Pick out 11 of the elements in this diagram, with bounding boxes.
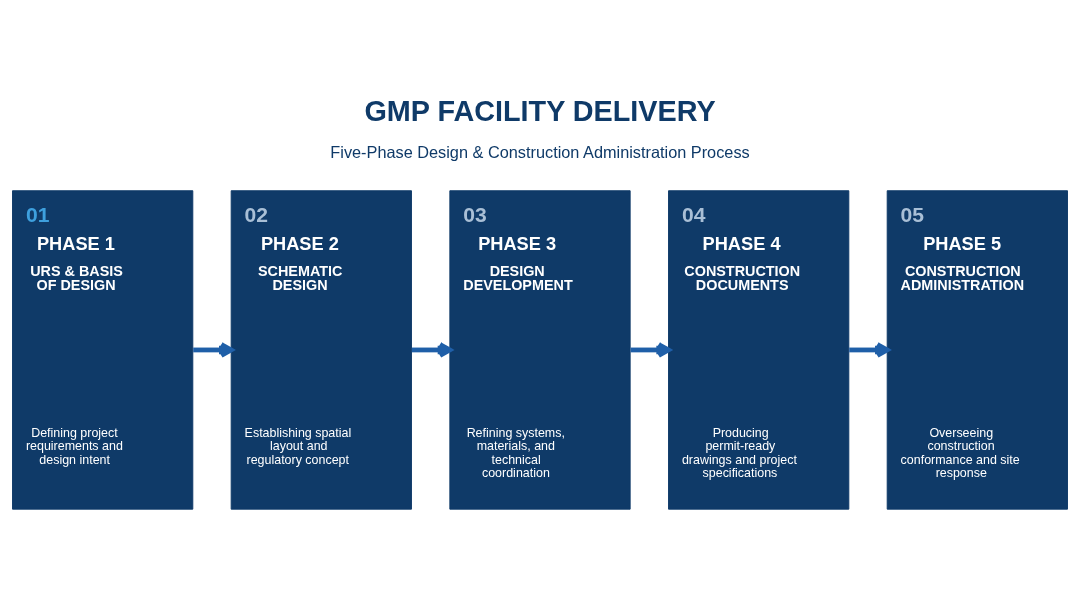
node-box: 02 PHASE 2 SCHEMATIC DESIGN Establishing spatial layout and regulatory concept <box>230 189 412 510</box>
arrow <box>849 341 890 358</box>
node-box: 05 PHASE 5 CONSTRUCTION ADMINISTRATION Overseeing construction conformance and site response <box>886 189 1068 510</box>
node-box: 04 PHASE 4 CONSTRUCTION DOCUMENTS Producing permit-ready drawings and project specifications <box>668 189 850 510</box>
arrow <box>630 341 671 358</box>
arrow <box>193 341 234 358</box>
diagram-title: GMP FACILITY DELIVERY <box>364 94 716 127</box>
arrow <box>411 341 453 358</box>
label: Five-Phase Design & Construction Administration Process <box>330 142 750 161</box>
node-box: 01 PHASE 1 URS & BASIS OF DESIGN Defining project requirements and design intent <box>12 189 194 510</box>
node-box: 03 PHASE 3 DESIGN DEVELOPMENT Refining systems, materials, and technical coordination <box>449 189 631 510</box>
